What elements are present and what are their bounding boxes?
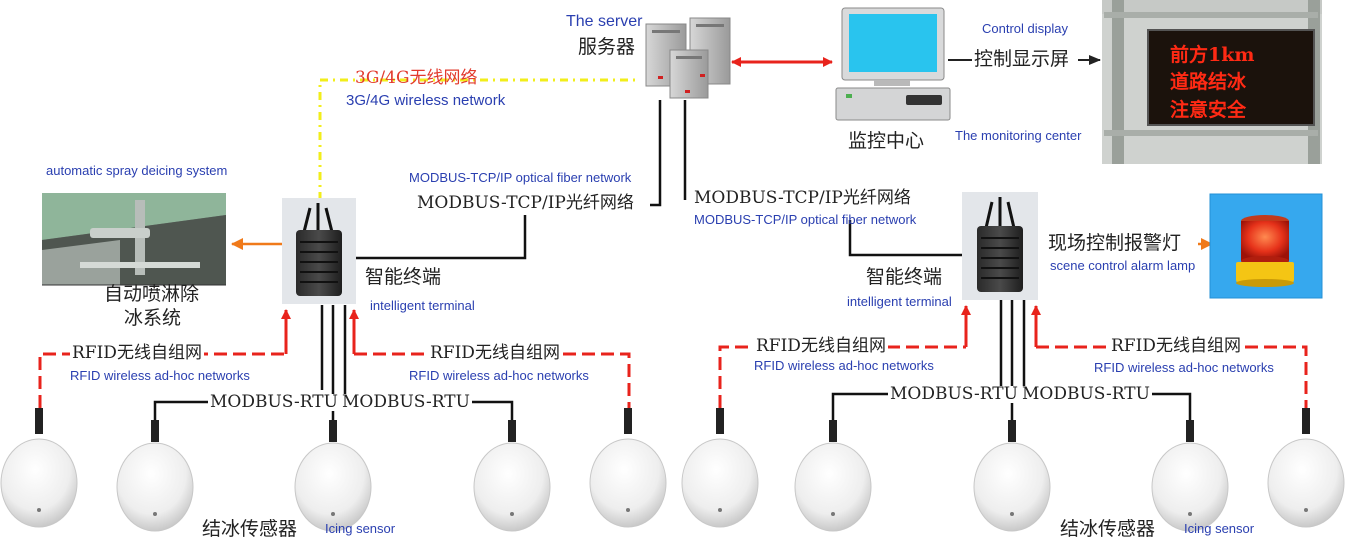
- alarm-label-en: scene control alarm lamp: [1050, 258, 1196, 273]
- rfid-label-en: RFID wireless ad-hoc networks: [409, 368, 589, 383]
- rfid-label-cn: RFID无线自组网: [428, 343, 562, 363]
- led-line-1: 前方1km: [1170, 44, 1255, 66]
- rtu-label: MODBUS-RTU: [888, 384, 1020, 404]
- rfid-label-cn: RFID无线自组网: [1109, 336, 1243, 356]
- monitor-label-cn: 监控中心: [848, 130, 925, 152]
- monitor-computer-icon: [835, 7, 951, 121]
- icing-sensor: [973, 420, 1051, 532]
- rtu-label: MODBUS-RTU: [1020, 384, 1152, 404]
- icing-sensor: [0, 408, 78, 528]
- rtu-label: MODBUS-RTU: [340, 392, 472, 412]
- rfid-label-en: RFID wireless ad-hoc networks: [1094, 360, 1274, 375]
- fiber-left-link: [355, 100, 662, 260]
- rfid-arrows: [281, 305, 1041, 354]
- server-label-en: The server: [566, 13, 643, 30]
- fiber-right-link: [683, 100, 965, 257]
- led-line-3: 注意安全: [1170, 99, 1247, 121]
- wireless-label-en: 3G/4G wireless network: [346, 92, 506, 109]
- spray-label-cn-1: 自动喷淋除: [104, 283, 200, 305]
- spray-label-en: automatic spray deicing system: [46, 163, 228, 178]
- icing-sensor: [116, 420, 194, 532]
- sensor-row: [0, 408, 1345, 532]
- wireless-label-cn: 3G/4G无线网络: [355, 68, 478, 88]
- rfid-label-en: RFID wireless ad-hoc networks: [754, 358, 934, 373]
- server-label-cn: 服务器: [578, 36, 636, 58]
- icing-sensor: [589, 408, 667, 528]
- spray-label-cn-2: 冰系统: [124, 307, 182, 329]
- spray-system-photo: [42, 193, 226, 286]
- fiber-right-label-en: MODBUS-TCP/IP optical fiber network: [694, 212, 917, 227]
- icing-sensor: [473, 420, 551, 532]
- sensor-label-en: Icing sensor: [1184, 521, 1255, 536]
- rfid-links: [38, 345, 1308, 408]
- rtu-label: MODBUS-RTU: [208, 392, 340, 412]
- terminal-right-label-cn: 智能终端: [866, 266, 943, 288]
- sensor-label-en: Icing sensor: [325, 521, 396, 536]
- icing-sensor: [1267, 408, 1345, 528]
- sensor-label-cn: 结冰传感器: [202, 518, 298, 540]
- led-display-photo: [1102, 0, 1322, 164]
- terminal-right-device: [962, 192, 1038, 300]
- server-icon: [645, 17, 731, 99]
- alarm-label-cn: 现场控制报警灯: [1048, 232, 1182, 254]
- led-line-2: 道路结冰: [1170, 71, 1247, 93]
- fiber-left-label-cn: MODBUS-TCP/IP光纤网络: [417, 193, 634, 213]
- fiber-right-label-cn: MODBUS-TCP/IP光纤网络: [694, 188, 911, 208]
- terminal-left-device: [282, 198, 356, 304]
- display-label-cn: 控制显示屏: [974, 48, 1070, 70]
- wireless-link: [318, 78, 640, 200]
- icing-sensor: [794, 420, 872, 532]
- monitor-label-en: The monitoring center: [955, 128, 1082, 143]
- fiber-left-label-en: MODBUS-TCP/IP optical fiber network: [409, 170, 632, 185]
- rfid-label-en: RFID wireless ad-hoc networks: [70, 368, 250, 383]
- terminal-right-label-en: intelligent terminal: [847, 294, 952, 309]
- sensor-label-cn: 结冰传感器: [1060, 518, 1156, 540]
- terminal-left-label-cn: 智能终端: [365, 266, 442, 288]
- icing-sensor: [681, 408, 759, 528]
- rfid-label-cn: RFID无线自组网: [754, 336, 888, 356]
- display-label-en: Control display: [982, 21, 1068, 36]
- icing-sensor: [294, 420, 372, 532]
- rfid-label-cn: RFID无线自组网: [70, 343, 204, 363]
- icing-sensor: [1151, 420, 1229, 532]
- terminal-left-label-en: intelligent terminal: [370, 298, 475, 313]
- alarm-lamp-photo: [1209, 193, 1323, 299]
